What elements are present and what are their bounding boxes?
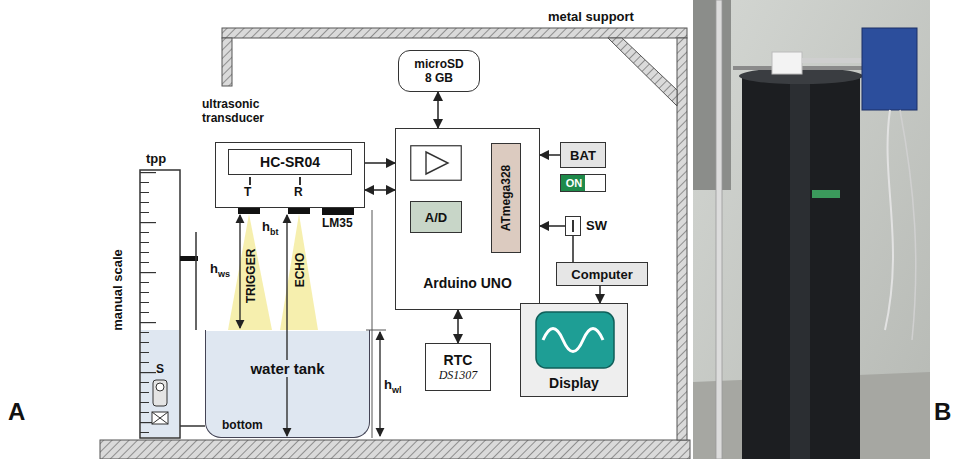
ground-hatch	[100, 440, 690, 459]
signal-connector	[457, 310, 459, 343]
box-label: ultrasonic transducer	[202, 97, 282, 125]
signal-connector	[540, 154, 560, 156]
rotated-label: manual scale	[111, 249, 126, 331]
photo-sensor	[772, 52, 802, 74]
part-label: metal support	[548, 10, 634, 25]
dimension-label: hws	[210, 262, 230, 279]
photo-cabinet	[693, 0, 731, 190]
connecting-pipe	[180, 425, 205, 427]
part-label: R	[294, 186, 303, 200]
scale-ticks	[140, 172, 180, 436]
photo-tank-sticker	[812, 190, 840, 198]
signal-connector	[599, 286, 601, 303]
part-label: tpp	[146, 152, 166, 167]
screen-face	[536, 312, 614, 368]
amplifier-triangle	[426, 152, 448, 174]
screen-wave	[543, 329, 603, 352]
temperature-sensor	[322, 208, 354, 215]
box-label: Computer	[571, 267, 632, 282]
box-label: ATmega328	[499, 165, 513, 231]
display-box: Display	[520, 303, 628, 397]
photo-tank-shine	[790, 78, 810, 459]
support-brace	[608, 38, 677, 106]
switch-lever	[572, 220, 574, 232]
float-valve	[153, 380, 167, 406]
box-label: A/D	[425, 210, 447, 225]
float-valve-ring	[156, 383, 164, 391]
photo-scale-pole	[716, 0, 722, 459]
box-label: water tank	[247, 360, 327, 377]
power-switch: ON	[560, 174, 606, 192]
transmitter-pin	[238, 208, 260, 214]
storage-card: microSD 8 GB	[398, 50, 480, 92]
box-label: ON	[562, 176, 586, 190]
receiver-pin	[288, 208, 310, 214]
photo-electronics-box	[862, 28, 917, 110]
part-label: bottom	[222, 419, 263, 433]
photo-cable	[900, 110, 916, 340]
box-label: BAT	[570, 148, 596, 163]
transmit-lead	[249, 177, 251, 185]
receive-lead	[299, 177, 301, 185]
dimension-label: hbt	[262, 220, 278, 237]
signal-connector	[572, 236, 574, 262]
computer-box: Computer	[556, 262, 648, 286]
signal-connector	[540, 225, 565, 227]
hbt-dimension	[286, 215, 287, 436]
part-label: S	[156, 363, 164, 377]
photo-sensor-arm	[802, 58, 864, 63]
box-label: RTC	[444, 352, 473, 368]
photo-wall	[693, 0, 930, 459]
pointer-rod	[195, 232, 197, 330]
battery-box: BAT	[560, 142, 606, 168]
amplifier-symbol	[410, 145, 462, 181]
converter-box: A/D	[410, 201, 462, 233]
support-left-leg	[222, 38, 232, 86]
hws-dimension	[239, 215, 240, 328]
sensor-module: ultrasonic transducerHC-SR04	[215, 142, 365, 208]
box-label: microSD 8 GB	[412, 57, 466, 85]
dimension-label: hwl	[384, 378, 401, 395]
drain-valve-cross	[152, 412, 168, 424]
part-label: B	[934, 398, 951, 426]
drain-valve-cross	[152, 412, 168, 424]
box-label: Arduino UNO	[396, 275, 539, 291]
rotated-label: ECHO	[294, 253, 308, 288]
signal-connector	[365, 162, 395, 164]
switch-box: SW	[565, 216, 581, 236]
manual-scale	[140, 170, 180, 438]
chip-box: ATmega328	[491, 143, 521, 253]
clock-box: RTCDS1307	[425, 343, 491, 391]
support-top-bar	[222, 28, 687, 38]
part-label: A	[8, 398, 25, 426]
photo-tank	[742, 76, 860, 459]
box-sublabel: DS1307	[439, 368, 478, 382]
hwl-dimension	[379, 332, 380, 436]
photo-cable	[885, 110, 893, 330]
rotated-label: TRIGGER	[245, 249, 259, 304]
signal-connector	[437, 92, 439, 128]
box-label: Display	[521, 375, 627, 391]
drain-valve	[152, 412, 168, 424]
reference-line	[372, 210, 373, 438]
support-right-leg	[677, 38, 687, 440]
amplifier-box	[411, 146, 462, 181]
box-sublabel: HC-SR04	[228, 149, 352, 175]
part-label: T	[244, 186, 251, 200]
signal-connector	[365, 189, 395, 191]
display-screen	[535, 311, 615, 369]
box-label: SW	[586, 218, 607, 233]
echo-beam	[280, 214, 318, 330]
part-label: LM35	[322, 217, 353, 231]
microcontroller-board: Arduino UNO A/D ATmega328	[395, 128, 540, 310]
scale-major-ticks	[140, 172, 180, 436]
